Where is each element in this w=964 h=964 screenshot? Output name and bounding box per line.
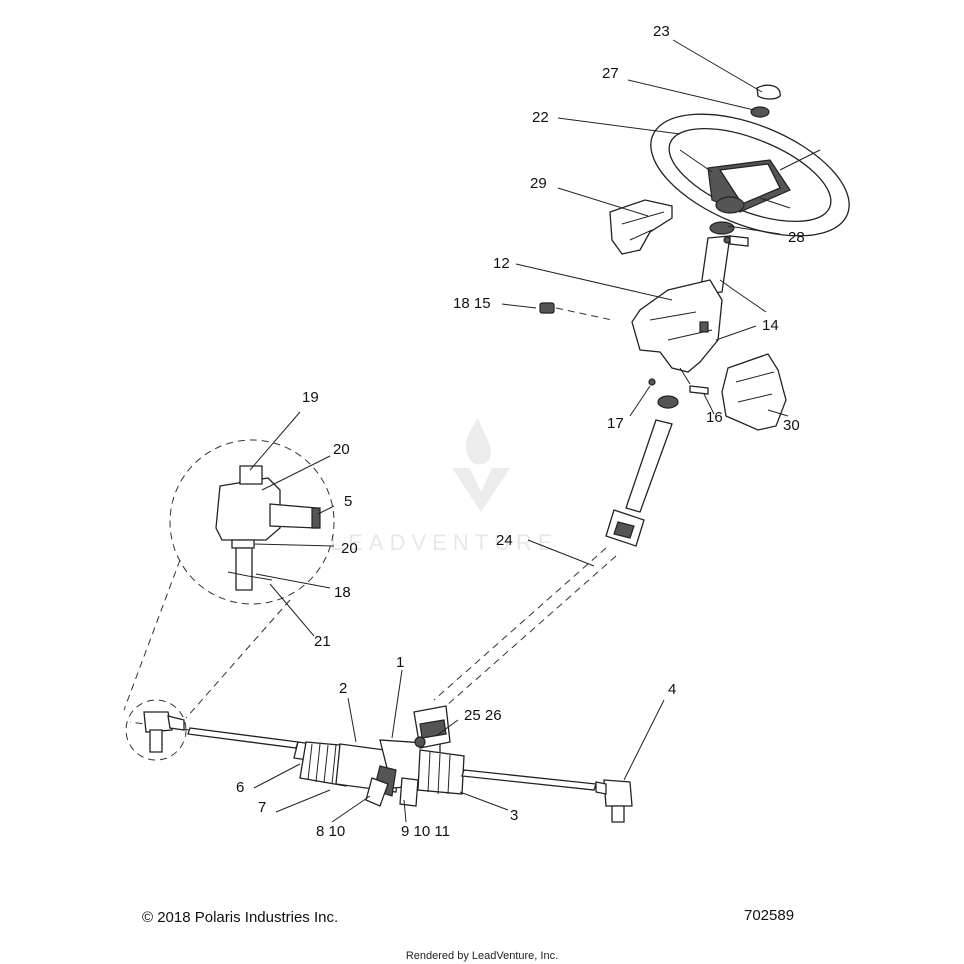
callout-27[interactable]: 27 bbox=[602, 65, 619, 82]
callout-7[interactable]: 7 bbox=[258, 799, 266, 816]
callout-14[interactable]: 14 bbox=[762, 317, 779, 334]
steering-rack-assembly[interactable] bbox=[129, 721, 597, 797]
rendered-by-text: Rendered by LeadVenture, Inc. bbox=[406, 950, 558, 962]
intermediate-shaft[interactable] bbox=[433, 419, 673, 707]
callout-8-10[interactable]: 8 10 bbox=[316, 823, 345, 840]
diagram-number: 702589 bbox=[744, 907, 794, 924]
callout-2[interactable]: 2 bbox=[339, 680, 347, 697]
callout-22[interactable]: 22 bbox=[532, 109, 549, 126]
upper-shaft-bearing[interactable] bbox=[709, 221, 735, 235]
copyright-text: © 2018 Polaris Industries Inc. bbox=[142, 909, 338, 926]
callout-21[interactable]: 21 bbox=[314, 633, 331, 650]
pivot-bolt[interactable] bbox=[539, 302, 613, 321]
steering-column-shaft-upper[interactable] bbox=[699, 235, 731, 295]
tie-rod-end-detail[interactable] bbox=[215, 465, 321, 591]
callout-20-lower[interactable]: 20 bbox=[341, 540, 358, 557]
callout-6[interactable]: 6 bbox=[236, 779, 244, 796]
callout-4[interactable]: 4 bbox=[668, 681, 676, 698]
callout-17[interactable]: 17 bbox=[607, 415, 624, 432]
callout-20-upper[interactable]: 20 bbox=[333, 441, 350, 458]
callout-29[interactable]: 29 bbox=[530, 175, 547, 192]
callout-23[interactable]: 23 bbox=[653, 23, 670, 40]
callout-9-10-11[interactable]: 9 10 11 bbox=[401, 823, 450, 840]
leadventure-watermark: LEADVENTURE bbox=[330, 418, 559, 555]
rack-bolt-right[interactable] bbox=[399, 777, 419, 807]
steering-wheel[interactable] bbox=[634, 89, 866, 260]
mounting-bolt-right[interactable] bbox=[689, 385, 709, 395]
callout-25-26[interactable]: 25 26 bbox=[464, 707, 502, 724]
steering-wheel-nut[interactable] bbox=[750, 106, 770, 118]
column-tilt-bolt[interactable] bbox=[723, 235, 749, 247]
lower-bearing[interactable] bbox=[657, 395, 679, 409]
callout-18[interactable]: 18 bbox=[334, 584, 351, 601]
callout-3[interactable]: 3 bbox=[510, 807, 518, 824]
callout-18-15[interactable]: 18 15 bbox=[453, 295, 491, 312]
tie-rod-end-left[interactable] bbox=[125, 699, 187, 761]
leader-lines bbox=[249, 39, 789, 823]
callout-12[interactable]: 12 bbox=[493, 255, 510, 272]
mounting-bolt-left[interactable] bbox=[648, 378, 656, 386]
watermark-text: LEADVENTURE bbox=[330, 530, 559, 555]
lower-column-cover[interactable] bbox=[721, 353, 787, 431]
pinion-u-joint[interactable] bbox=[413, 705, 451, 749]
callout-19[interactable]: 19 bbox=[302, 389, 319, 406]
callout-numbers: 23 27 22 29 28 12 18 15 14 17 16 30 19 2… bbox=[236, 23, 805, 840]
callout-1[interactable]: 1 bbox=[396, 654, 404, 671]
callout-28[interactable]: 28 bbox=[788, 229, 805, 246]
tie-rod-end-right[interactable] bbox=[595, 779, 633, 823]
steering-column-bracket[interactable] bbox=[631, 279, 723, 385]
callout-5[interactable]: 5 bbox=[344, 493, 352, 510]
callout-24[interactable]: 24 bbox=[496, 532, 513, 549]
upper-column-cover[interactable] bbox=[609, 199, 673, 255]
callout-30[interactable]: 30 bbox=[783, 417, 800, 434]
rack-bolt-left[interactable] bbox=[365, 777, 389, 807]
callout-16[interactable]: 16 bbox=[706, 409, 723, 426]
detail-callout-circle bbox=[123, 439, 335, 719]
steering-wheel-cap-clip[interactable] bbox=[756, 84, 781, 100]
